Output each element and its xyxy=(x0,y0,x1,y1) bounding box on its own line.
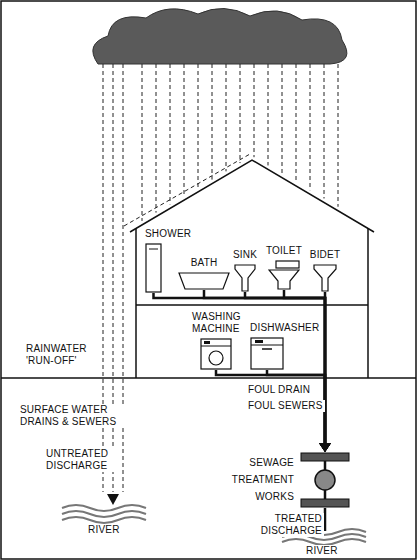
shower-shape xyxy=(145,243,162,293)
caption-label: FOUL SEWERS xyxy=(246,400,325,412)
shower: SHOWER xyxy=(145,243,162,293)
pipe-line xyxy=(216,370,325,444)
sink-shape xyxy=(234,264,256,292)
sink: SINK xyxy=(234,264,256,292)
caption-label: UNTREATED DISCHARGE xyxy=(44,448,122,472)
rain-line xyxy=(198,64,199,188)
house-wall xyxy=(367,228,369,378)
pipe-line xyxy=(154,293,326,444)
washing-machine-shape xyxy=(200,338,232,370)
fixture-label: SHOWER xyxy=(145,228,191,240)
fixture-label: SEWAGE TREATMENT WORKS xyxy=(218,454,294,505)
rain-line xyxy=(142,64,143,221)
rain-line xyxy=(282,64,283,174)
fixture-label: BIDET xyxy=(310,249,340,261)
arrowhead xyxy=(319,443,331,452)
sewage-treatment-works-shape xyxy=(300,452,350,508)
rain-line xyxy=(310,64,311,190)
cloud xyxy=(93,8,347,64)
caption-label: RAINWATER 'RUN-OFF' xyxy=(24,343,94,367)
bidet-shape xyxy=(313,264,337,292)
rain-line xyxy=(324,64,325,198)
bidet: BIDET xyxy=(313,264,337,292)
rain-line xyxy=(170,64,171,204)
arrowhead xyxy=(319,443,331,452)
pipe-line xyxy=(284,290,325,444)
drain-pipe xyxy=(154,293,332,452)
rain-line xyxy=(338,64,339,207)
fixture-label: SINK xyxy=(233,249,257,261)
rain-line xyxy=(226,64,227,171)
fixture-label: BATH xyxy=(191,257,218,269)
toilet: TOILET xyxy=(268,260,300,290)
dishwasher-shape xyxy=(250,337,284,370)
rain-lines xyxy=(103,64,338,492)
caption-label: TREATED DISCHARGE xyxy=(250,513,324,537)
washing-machine: WASHING MACHINE xyxy=(200,338,232,370)
river-waves xyxy=(62,505,146,523)
caption-label: SURFACE WATER DRAINS & SEWERS xyxy=(18,404,126,428)
rain-line xyxy=(254,64,255,157)
sewage-treatment-works: SEWAGE TREATMENT WORKS xyxy=(300,452,350,508)
house-roof xyxy=(130,160,374,232)
runoff-arrowhead xyxy=(107,494,119,505)
rain-line xyxy=(268,64,269,165)
rain-line xyxy=(184,64,185,196)
toilet-shape xyxy=(268,260,300,290)
caption-label: RIVER xyxy=(86,524,122,536)
arrowhead xyxy=(319,443,331,452)
arrowhead xyxy=(319,443,331,452)
treated-outfall xyxy=(324,508,327,531)
bath: BATH xyxy=(178,272,230,290)
caption-label: FOUL DRAIN xyxy=(246,384,312,396)
arrowhead xyxy=(319,443,331,452)
rain-line xyxy=(212,64,213,180)
drain-pipe xyxy=(216,370,331,452)
fixture-label: DISHWASHER xyxy=(250,322,319,334)
pipe-line xyxy=(245,292,325,444)
house-wall xyxy=(135,228,137,378)
runoff-line xyxy=(124,154,250,226)
house-floor xyxy=(136,304,368,306)
ground-line xyxy=(1,377,416,379)
fixture-label: WASHING MACHINE xyxy=(192,311,250,335)
arrowhead xyxy=(319,443,331,452)
dishwasher: DISHWASHER xyxy=(250,337,284,370)
rain-line xyxy=(296,64,297,182)
fixture-label: TOILET xyxy=(266,245,302,257)
bath-shape xyxy=(178,272,230,290)
rain-line xyxy=(156,64,157,213)
drain-pipe xyxy=(245,292,331,452)
arrowhead xyxy=(319,443,331,452)
caption-label: RIVER xyxy=(304,545,340,557)
rain-line xyxy=(240,64,241,163)
